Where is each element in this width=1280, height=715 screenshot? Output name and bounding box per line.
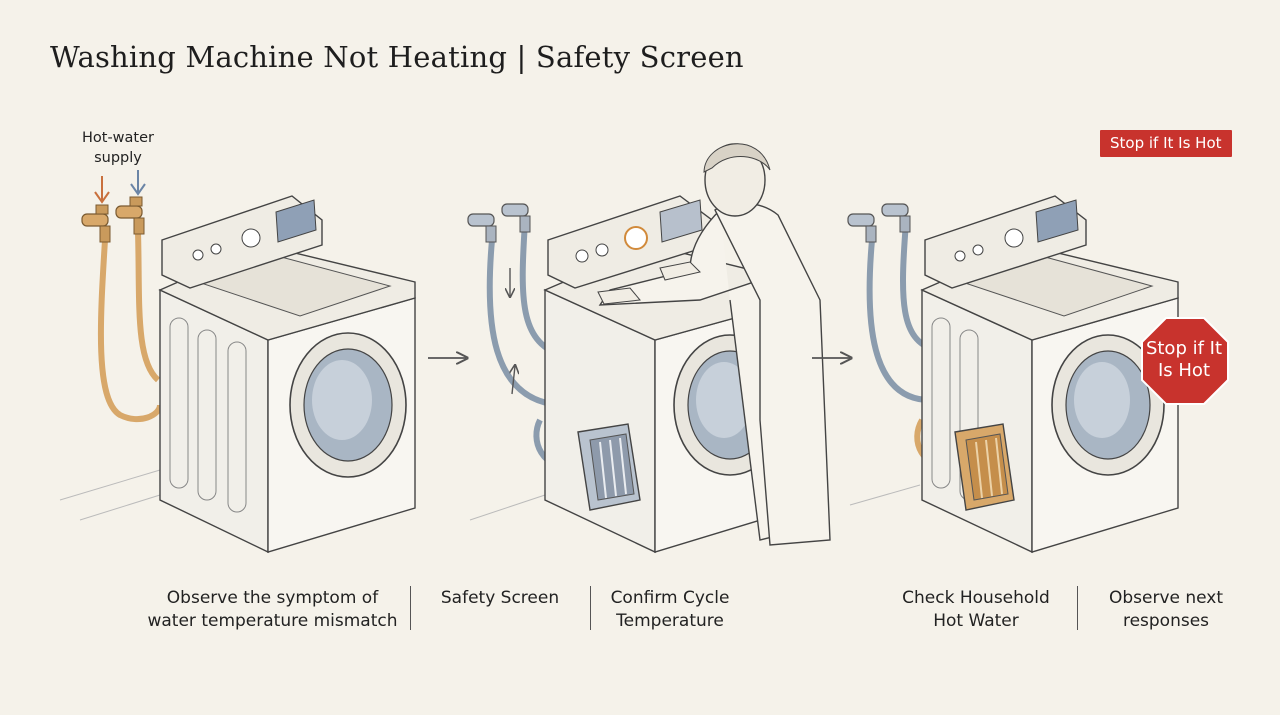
hot-tap-icon [81, 204, 111, 243]
caption-confirm-cycle: Confirm Cycle Temperature [610, 588, 730, 631]
stop-sign-icon [1141, 317, 1229, 405]
washer-step-1 [81, 170, 416, 554]
caption-divider-3 [1077, 586, 1078, 630]
hot-water-supply-label: Hot-water supply [81, 130, 154, 166]
washer-step-2 [467, 143, 831, 554]
caption-observe-symptom: Observe the symptom of water temperature… [147, 588, 398, 631]
caption-divider-1 [410, 586, 411, 630]
washer-step-3 [847, 195, 1229, 554]
stop-sign-text: Stop if It Is Hot [1145, 338, 1223, 381]
caption-divider-2 [590, 586, 591, 630]
technician-figure [597, 143, 831, 546]
caption-check-hot-water: Check Household Hot Water [902, 588, 1050, 631]
caption-safety-screen: Safety Screen [440, 588, 560, 608]
page-title: Washing Machine Not Heating | Safety Scr… [50, 40, 744, 74]
cold-tap-icon [115, 196, 145, 235]
stop-if-hot-tag: Stop if It Is Hot [1100, 130, 1232, 157]
caption-observe-next: Observe next responses [1108, 588, 1224, 631]
